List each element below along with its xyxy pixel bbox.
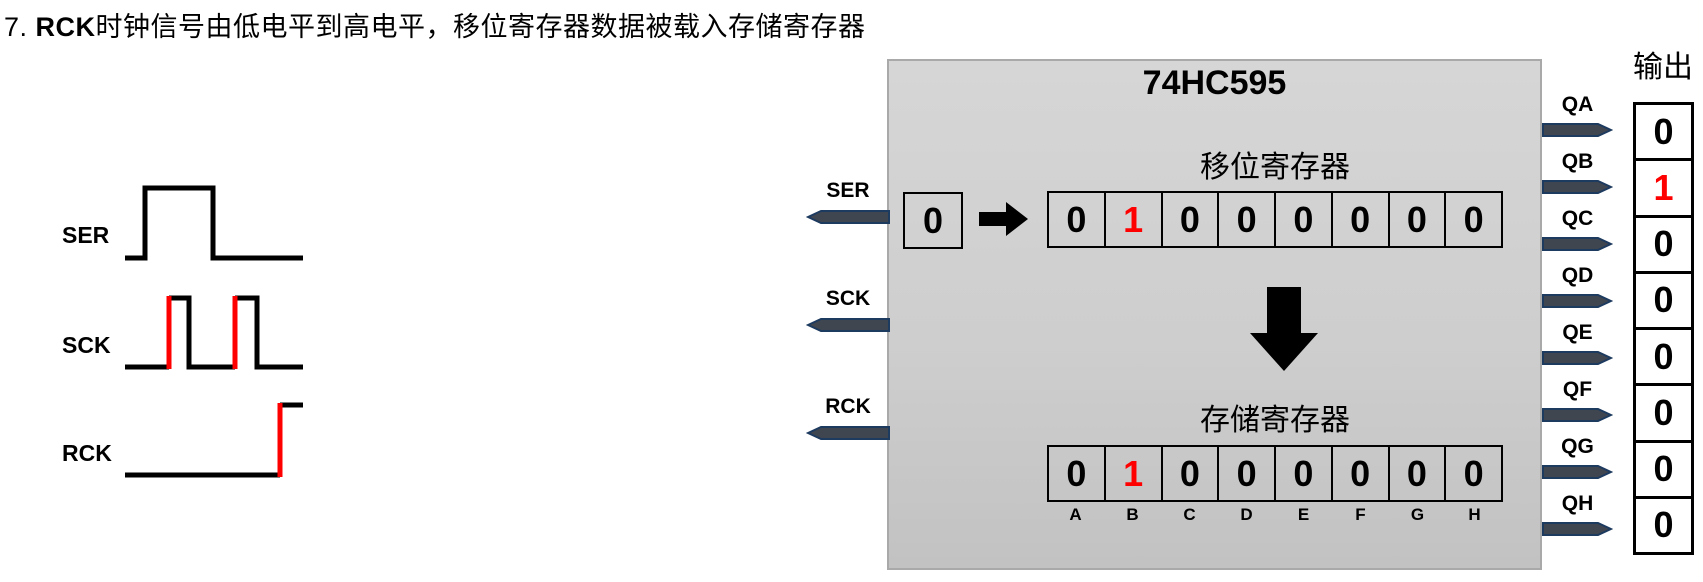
output-pin: QD xyxy=(1542,265,1613,309)
output-pin: QC xyxy=(1542,208,1613,252)
right-arrow-icon xyxy=(1542,180,1613,194)
storage-register-cell: 0 xyxy=(1330,447,1388,500)
timing-waveforms xyxy=(125,185,303,478)
bit-label: E xyxy=(1297,505,1310,524)
storage-register-cell: 0 xyxy=(1274,447,1331,500)
bit-label: C xyxy=(1183,505,1196,524)
title-signal-name: RCK xyxy=(35,12,96,42)
right-arrow-icon xyxy=(1542,237,1613,251)
right-arrow-icon xyxy=(1542,465,1613,479)
input-pins: SER SCK RCK xyxy=(806,180,890,504)
bit-label: H xyxy=(1468,505,1481,524)
shift-register-cell: 0 xyxy=(1444,193,1501,246)
output-pin: QG xyxy=(1542,436,1613,480)
output-pins: QA QB QC QD QE QF xyxy=(1542,94,1613,550)
input-pin: RCK xyxy=(806,396,890,442)
pin-label: QA xyxy=(1561,93,1594,116)
output-cell: 0 xyxy=(1653,110,1674,152)
output-cell: 0 xyxy=(1636,383,1691,439)
bit-label: G xyxy=(1410,505,1425,524)
shift-register-cell: 0 xyxy=(1160,193,1218,246)
pin-label: QC xyxy=(1561,207,1594,230)
pin-label: RCK xyxy=(825,395,871,418)
waveform-label-ser: SER xyxy=(62,222,110,248)
output-cell: 0 xyxy=(1636,495,1691,552)
pin-label: QE xyxy=(1562,321,1593,344)
storage-register-label: 存储寄存器 xyxy=(1200,404,1350,437)
output-cell: 0 xyxy=(1636,439,1691,496)
left-arrow-icon xyxy=(806,426,890,440)
pin-label: QH xyxy=(1561,492,1594,515)
shift-register-cell: 0 xyxy=(1066,198,1087,240)
storage-register-cell: 0 xyxy=(1160,447,1218,500)
right-arrow-icon xyxy=(1542,522,1613,536)
storage-register-cell: 1 xyxy=(1103,447,1161,500)
shift-register-cell: 0 xyxy=(1387,193,1445,246)
output-pin: QE xyxy=(1542,322,1613,366)
bit-label: F xyxy=(1355,505,1366,524)
pin-label: QG xyxy=(1561,435,1594,458)
storage-register-cell: 0 xyxy=(1217,447,1274,500)
output-cell: 0 xyxy=(1636,327,1691,383)
shift-register-cell: 1 xyxy=(1103,193,1161,246)
output-pin: QH xyxy=(1542,493,1613,537)
output-pin: QB xyxy=(1542,151,1613,195)
latch-transfer-arrow-icon xyxy=(1250,287,1318,371)
input-pin: SCK xyxy=(806,288,890,334)
waveform-label-rck: RCK xyxy=(62,440,112,466)
pin-label: SCK xyxy=(825,287,871,310)
title-number: 7. xyxy=(4,12,36,42)
output-cell: 0 xyxy=(1636,214,1691,271)
pin-label: SER xyxy=(826,179,870,202)
storage-bit-labels: A B C D E F G H xyxy=(1047,505,1503,525)
pin-label: QB xyxy=(1561,150,1594,173)
left-arrow-icon xyxy=(806,210,890,224)
storage-register-cell: 0 xyxy=(1444,447,1501,500)
chip-title: 74HC595 xyxy=(1142,64,1287,102)
shift-register-cell: 0 xyxy=(1330,193,1388,246)
output-pin: QA xyxy=(1542,94,1613,138)
bit-label: B xyxy=(1126,505,1139,524)
bit-label: A xyxy=(1069,505,1082,524)
bit-label: D xyxy=(1240,505,1253,524)
output-cell: 0 xyxy=(1636,270,1691,327)
shift-register-cell: 0 xyxy=(1217,193,1274,246)
output-pin: QF xyxy=(1542,379,1613,423)
shift-register-cell: 0 xyxy=(1274,193,1331,246)
output-cell: 1 xyxy=(1636,158,1691,214)
chip-body xyxy=(887,59,1542,570)
storage-register-cell: 0 xyxy=(1387,447,1445,500)
right-arrow-icon xyxy=(1542,408,1613,422)
page-title: 7. RCK时钟信号由低电平到高电平，移位寄存器数据被载入存储寄存器 xyxy=(4,5,866,44)
shift-in-arrow-icon xyxy=(979,202,1028,236)
pin-label: QF xyxy=(1562,378,1593,401)
right-arrow-icon xyxy=(1542,351,1613,365)
serial-input-cell: 0 xyxy=(903,192,963,249)
right-arrow-icon xyxy=(1542,123,1613,137)
storage-register-cell: 0 xyxy=(1066,452,1087,494)
title-text: 时钟信号由低电平到高电平，移位寄存器数据被载入存储寄存器 xyxy=(95,12,866,42)
right-arrow-icon xyxy=(1542,294,1613,308)
input-pin: SER xyxy=(806,180,890,226)
output-column-label: 输出 xyxy=(1633,51,1693,84)
left-arrow-icon xyxy=(806,318,890,332)
waveform-label-sck: SCK xyxy=(62,332,111,358)
pin-label: QD xyxy=(1561,264,1594,287)
shift-register-label: 移位寄存器 xyxy=(1200,151,1350,184)
